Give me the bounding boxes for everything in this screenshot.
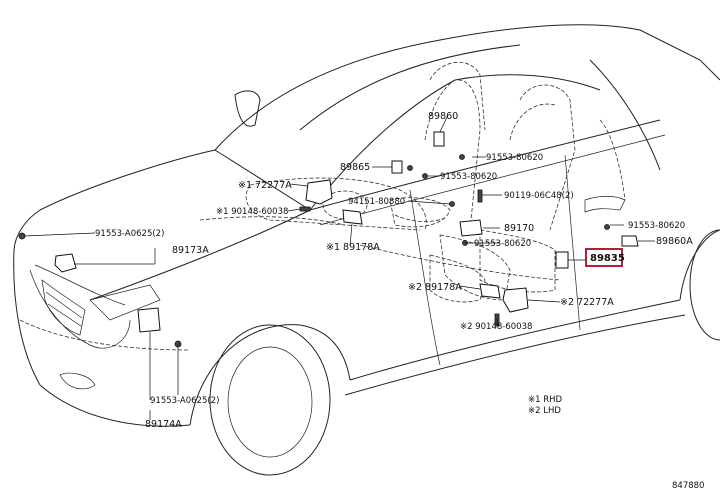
part-89173a-sensor[interactable]: [54, 253, 77, 273]
legend: ※1 RHD ※2 LHD: [528, 395, 563, 416]
label-91553-80620-d[interactable]: 91553-80620: [474, 239, 531, 249]
label-89173a[interactable]: 89173A: [172, 245, 209, 256]
part-72277a-rhd[interactable]: [305, 179, 333, 205]
label-91553-a0625-top[interactable]: 91553-A0625(2): [95, 229, 164, 239]
sensor-parts: [18, 131, 639, 348]
label-90148-60038-rhd[interactable]: ※1 90148-60038: [216, 207, 288, 217]
label-89865[interactable]: 89865: [340, 162, 370, 173]
part-72277a-lhd[interactable]: [502, 287, 529, 313]
label-90148-60038-lhd[interactable]: ※2 90148-60038: [460, 322, 532, 332]
label-72277a-lhd[interactable]: ※2 72277A: [560, 297, 614, 308]
label-72277a-rhd[interactable]: ※1 72277A: [238, 180, 292, 191]
part-89860a-sensor[interactable]: [621, 235, 639, 247]
legend-rhd: ※1 RHD: [528, 395, 563, 405]
leader-lines: [23, 114, 655, 420]
label-91553-80620-b[interactable]: 91553-80620: [440, 172, 497, 182]
label-94151-80880[interactable]: 94151-80880: [348, 197, 405, 207]
label-91553-80620-c[interactable]: 91553-80620: [628, 221, 685, 231]
label-90119-06c48[interactable]: 90119-06C48(2): [504, 191, 574, 201]
legend-lhd: ※2 LHD: [528, 406, 561, 416]
part-89170-ecu[interactable]: [459, 219, 483, 237]
label-89178a-lhd[interactable]: ※2 89178A: [408, 282, 462, 293]
label-89860[interactable]: 89860: [428, 111, 458, 122]
label-91553-80620-a[interactable]: 91553-80620: [486, 153, 543, 163]
interior-outline: [199, 61, 626, 303]
label-89174a[interactable]: 89174A: [145, 419, 182, 430]
label-89835-highlighted[interactable]: 89835: [590, 253, 625, 264]
part-89178a-lhd[interactable]: [479, 283, 501, 299]
highlight-box-89835: [585, 248, 623, 267]
car-body-outline: [13, 24, 720, 476]
diagram-code: 847880: [672, 481, 704, 491]
label-89178a-rhd[interactable]: ※1 89178A: [326, 242, 380, 253]
part-labels: 89860 89865 91553-80620 91553-80620 ※1 7…: [95, 111, 693, 430]
label-89860a[interactable]: 89860A: [656, 236, 693, 247]
label-91553-a0625-bot[interactable]: 91553-A0625(2): [150, 396, 219, 406]
label-89170[interactable]: 89170: [504, 223, 534, 234]
part-89174a-sensor[interactable]: [137, 307, 161, 333]
part-89865-sensor[interactable]: [391, 160, 403, 174]
part-89860-sensor[interactable]: [433, 131, 445, 147]
part-89178a-rhd[interactable]: [342, 209, 363, 225]
